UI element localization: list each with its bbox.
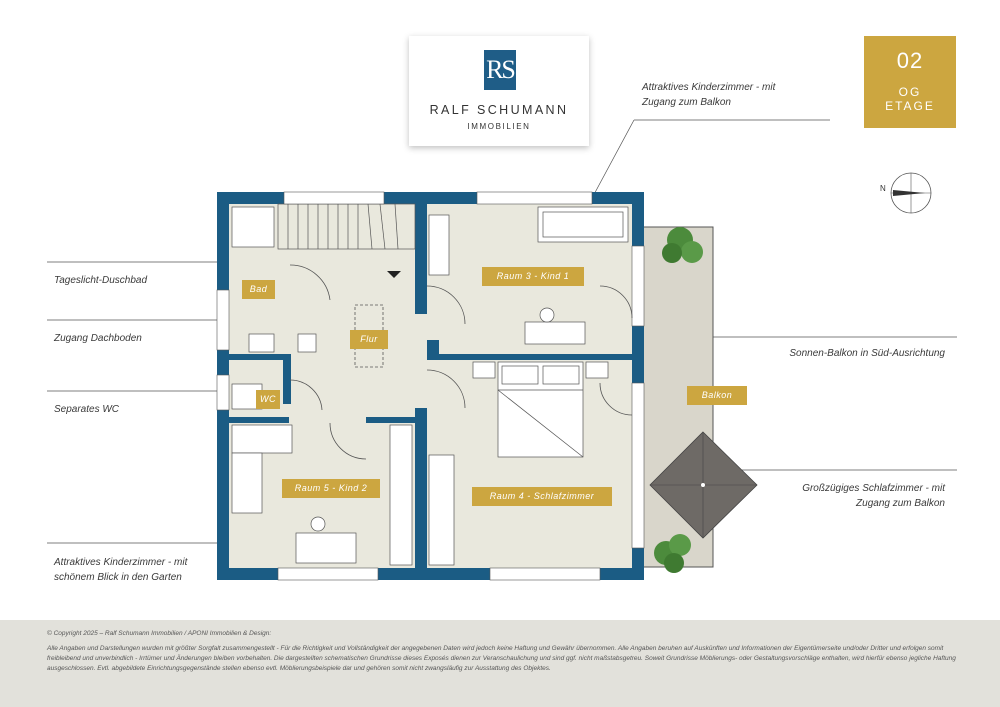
callout-line: Zugang zum Balkon: [856, 498, 945, 509]
callout-line: Großzügiges Schlafzimmer - mit: [802, 483, 945, 494]
room-label-raum4: Raum 4 - Schlafzimmer: [472, 487, 612, 506]
callout-line: schönem Blick in den Garten: [54, 572, 182, 583]
callout-line: Zugang zum Balkon: [642, 97, 731, 108]
brand-name: RALF SCHUMANN: [429, 103, 569, 117]
footer: © Copyright 2025 – Ralf Schumann Immobil…: [0, 620, 1000, 707]
room-label-raum5: Raum 5 - Kind 2: [282, 479, 380, 498]
compass-north-label: N: [880, 184, 886, 193]
room-label-bad: Bad: [242, 280, 275, 299]
compass-icon: [890, 172, 932, 214]
callout-duschbad: Tageslicht-Duschbad: [54, 275, 148, 286]
room-label-raum3: Raum 3 - Kind 1: [482, 267, 584, 286]
brand-subtitle: IMMOBILIEN: [467, 122, 531, 131]
callout-wc: Separates WC: [54, 404, 120, 415]
windows: [216, 191, 645, 581]
bathroom-fixtures: [231, 206, 317, 410]
room3-furniture: [428, 206, 629, 345]
balcony-decor: [649, 227, 758, 573]
brand-logo: RS RALF SCHUMANN IMMOBILIEN: [409, 36, 589, 146]
callout-line: Attraktives Kinderzimmer - mit: [54, 557, 188, 568]
floor-plan: N: [47, 119, 957, 581]
callout-garten: Attraktives Kinderzimmer - mit schönem B…: [54, 555, 187, 585]
room-label-flur: Flur: [350, 330, 388, 349]
callout-sonnenbalkon: Sonnen-Balkon in Süd-Ausrichtung: [789, 348, 945, 359]
callout-dachboden: Zugang Dachboden: [54, 333, 142, 344]
callout-schlafzimmer: Großzügiges Schlafzimmer - mit Zugang zu…: [745, 481, 945, 511]
callout-line: Attraktives Kinderzimmer - mit: [642, 82, 776, 93]
room5-furniture: [231, 424, 413, 566]
copyright-text: © Copyright 2025 – Ralf Schumann Immobil…: [47, 630, 272, 637]
room-label-balkon: Balkon: [687, 386, 747, 405]
floor-badge: 02 OG ETAGE: [864, 36, 956, 128]
floor-label-etage: ETAGE: [885, 99, 935, 113]
floor-label-og: OG: [898, 85, 922, 99]
staircase: [277, 203, 416, 278]
floor-number: 02: [896, 48, 924, 73]
brand-monogram: RS: [484, 50, 516, 90]
room-label-wc: WC: [256, 390, 280, 409]
double-bed: [428, 361, 609, 566]
callout-kinderzimmer-balkon: Attraktives Kinderzimmer - mit Zugang zu…: [642, 80, 775, 110]
doors: [289, 264, 633, 460]
disclaimer-text: Alle Angaben und Darstellungen wurden mi…: [47, 645, 956, 672]
